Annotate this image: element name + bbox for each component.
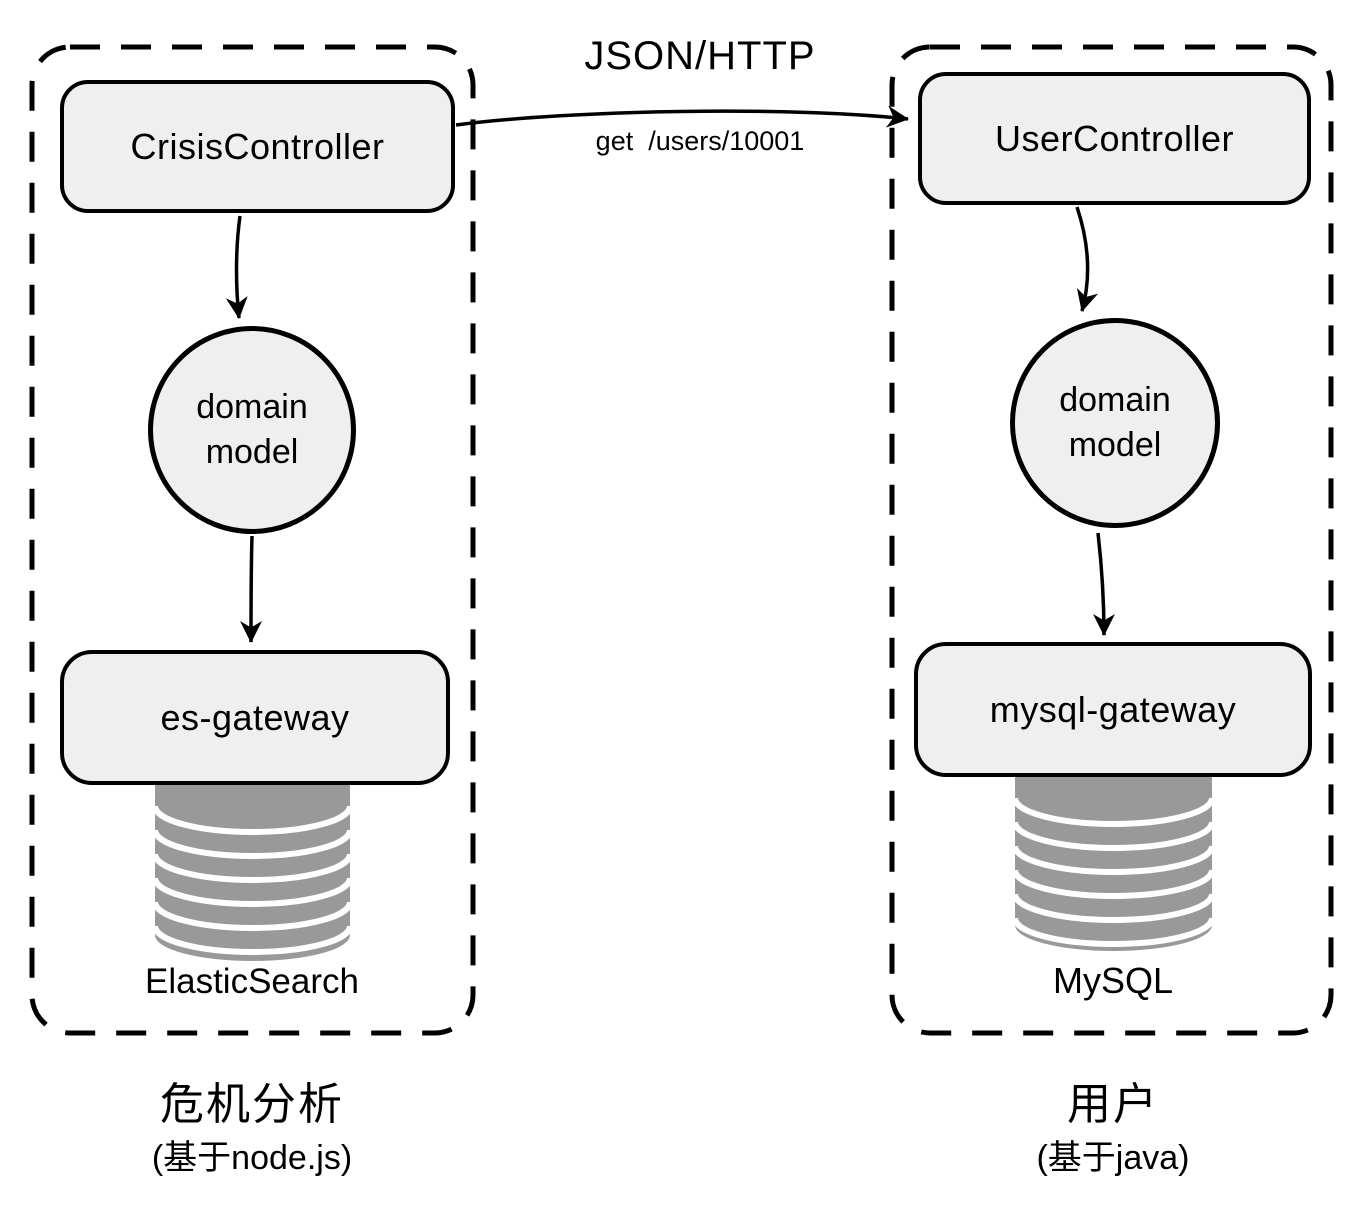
left-service-caption-note: (基于node.js): [151, 1139, 353, 1177]
right-domain-model-node: domain model: [1010, 318, 1220, 528]
left-domain-to-gateway-arrow: [240, 535, 263, 643]
right-domain-to-gateway-arrow: [1092, 532, 1115, 636]
left-domain-model-line1: domain: [196, 388, 308, 427]
crisis-controller-node: CrisisController: [60, 80, 455, 213]
right-domain-model-line1: domain: [1059, 381, 1171, 420]
left-controller-to-domain-arrow: [225, 215, 248, 319]
mysql-gateway-node: mysql-gateway: [914, 642, 1312, 777]
protocol-label: JSON/HTTP: [584, 34, 816, 78]
left-domain-model-node: domain model: [148, 326, 356, 534]
left-service-caption: 危机分析: [160, 1080, 344, 1129]
mysql-gateway-label: mysql-gateway: [989, 688, 1237, 730]
mysql-database-icon: [1015, 777, 1212, 951]
right-service-boundary: [889, 44, 1334, 1036]
request-label: get /users/10001: [595, 126, 805, 156]
left-service-boundary: [29, 44, 476, 1036]
mysql-label: MySQL: [1052, 960, 1174, 1001]
es-gateway-node: es-gateway: [60, 650, 450, 785]
right-service-caption-note: (基于java): [1036, 1139, 1190, 1177]
elasticsearch-database-icon: [155, 785, 350, 962]
user-controller-label: UserController: [994, 117, 1235, 159]
right-domain-model-line2: model: [1068, 426, 1162, 464]
left-domain-model-line2: model: [205, 433, 299, 471]
elasticsearch-label: ElasticSearch: [145, 962, 359, 1001]
es-gateway-label: es-gateway: [160, 696, 350, 738]
right-controller-to-domain-arrow: [1075, 206, 1099, 312]
http-request-arrow: [455, 105, 909, 128]
user-controller-node: UserController: [918, 72, 1311, 205]
crisis-controller-label: CrisisController: [130, 125, 385, 167]
right-service-caption: 用户: [1067, 1080, 1159, 1129]
